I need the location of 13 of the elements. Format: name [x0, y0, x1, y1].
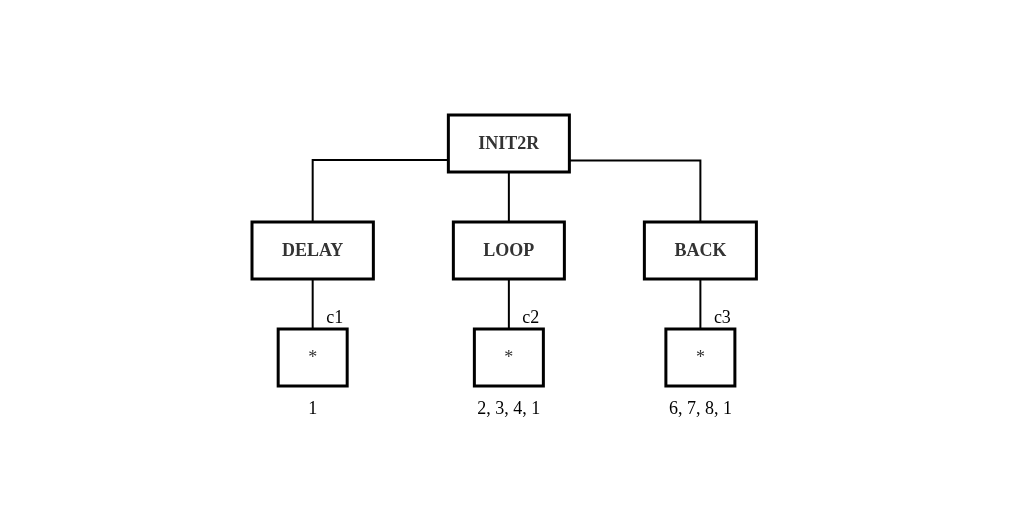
node-box: INIT2R [447, 113, 572, 173]
node-box: BACK [643, 220, 759, 280]
sequence-numbers: 2, 3, 4, 1 [477, 397, 541, 418]
component-label: c1 [326, 306, 344, 327]
component-label: c2 [522, 306, 540, 327]
node-box: DELAY [250, 220, 376, 280]
sequence-numbers: 6, 7, 8, 1 [669, 397, 733, 418]
node-box: * [277, 327, 349, 387]
node-box: * [473, 327, 546, 387]
component-label: c3 [714, 306, 732, 327]
node-box: * [664, 327, 737, 387]
sequence-numbers: 1 [308, 397, 318, 418]
node-box: LOOP [452, 220, 567, 280]
